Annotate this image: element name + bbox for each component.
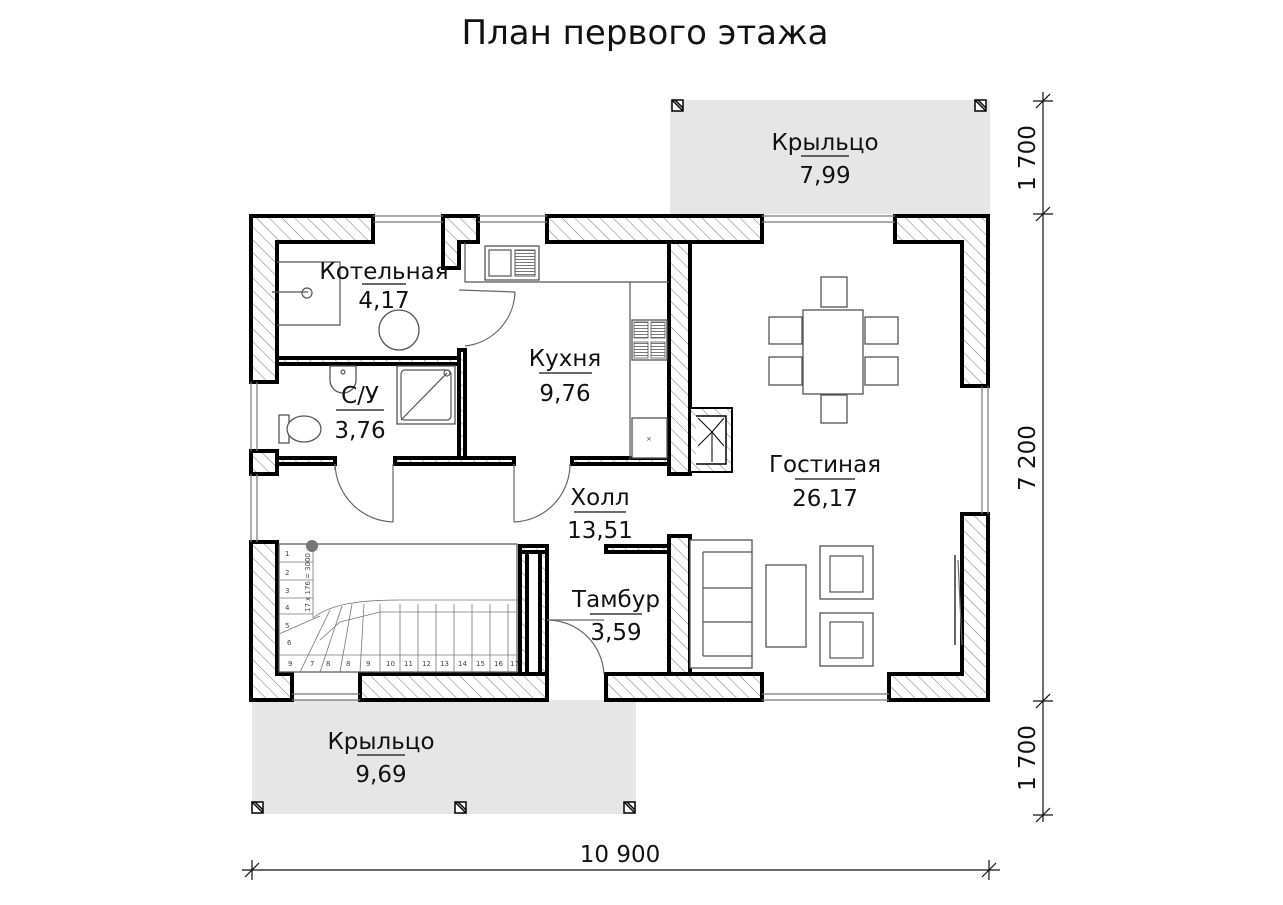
stair-step-number: 8 [346,660,350,668]
room-name: Крыльцо [327,729,434,755]
room-area: 9,69 [355,762,406,788]
fridge-icon [631,417,668,459]
room-name: Гостиная [769,452,881,478]
porch-bottom [252,700,636,814]
dimension-height: 7 200 [1015,425,1041,491]
stair-step-number: 2 [285,569,289,577]
porch-top [670,100,990,214]
staircase: 1 2 3 4 5 6 9 7 8 8 9 10 11 12 13 14 15 … [278,540,519,673]
stair-step-number: 3 [285,587,289,595]
room-area: 26,17 [792,486,858,512]
boiler-icon [378,309,420,351]
room-area: 9,76 [539,381,590,407]
stair-step-number: 6 [287,639,292,647]
dimension-porch-top: 1 700 [1015,125,1041,191]
stair-step-number: 14 [458,660,467,668]
stair-step-number: 5 [285,622,289,630]
bathroom-fixtures [278,365,456,444]
dining-table-set [768,276,899,424]
stair-step-number: 12 [422,660,431,668]
room-name: Кухня [529,346,601,372]
room-name: Крыльцо [771,130,878,156]
interior-walls [275,240,692,676]
stair-step-number: 4 [285,604,290,612]
stair-step-number: 10 [386,660,395,668]
room-area: 3,59 [590,620,641,646]
room-area: 3,76 [334,418,385,444]
room-name: Тамбур [571,587,660,613]
stair-formula: 17 x 176 = 3000 [304,553,312,612]
stair-step-number: 8 [326,660,330,668]
stair-step-number: 16 [494,660,503,668]
room-area: 13,51 [567,518,633,544]
stair-step-number: 15 [476,660,485,668]
room-area: 4,17 [358,288,409,314]
doors [334,289,963,675]
room-name: С/У [341,383,379,409]
stair-step-number: 9 [288,660,292,668]
stair-step-number: 13 [440,660,449,668]
room-labels: Котельная 4,17 С/У 3,76 Кухня 9,76 Холл … [319,130,881,788]
dimension-lines [242,92,1053,880]
exterior-walls [249,214,990,702]
stair-step-number: 7 [310,660,314,668]
coffee-table-icon [765,564,807,648]
plan-title: План первого этажа [462,13,829,53]
boiler-equipment [272,261,420,351]
room-name: Холл [570,485,629,511]
room-name: Котельная [319,259,448,285]
dimension-porch-bottom: 1 700 [1015,725,1041,791]
stair-step-number: 17 [510,660,519,668]
sofa-icon [689,539,753,669]
windows [250,215,989,701]
living-furniture [689,539,874,669]
stair-step-number: 9 [366,660,370,668]
dimension-width: 10 900 [580,842,660,868]
stair-step-number: 1 [285,550,289,558]
fireplace-icon [689,407,733,473]
porch-posts [251,99,987,814]
svg-text:×: × [646,435,652,443]
sink-icon [329,365,357,394]
armchair-icon [819,545,874,600]
stair-step-number: 11 [404,660,413,668]
kitchen-fixtures: × [464,242,669,460]
room-area: 7,99 [799,163,850,189]
